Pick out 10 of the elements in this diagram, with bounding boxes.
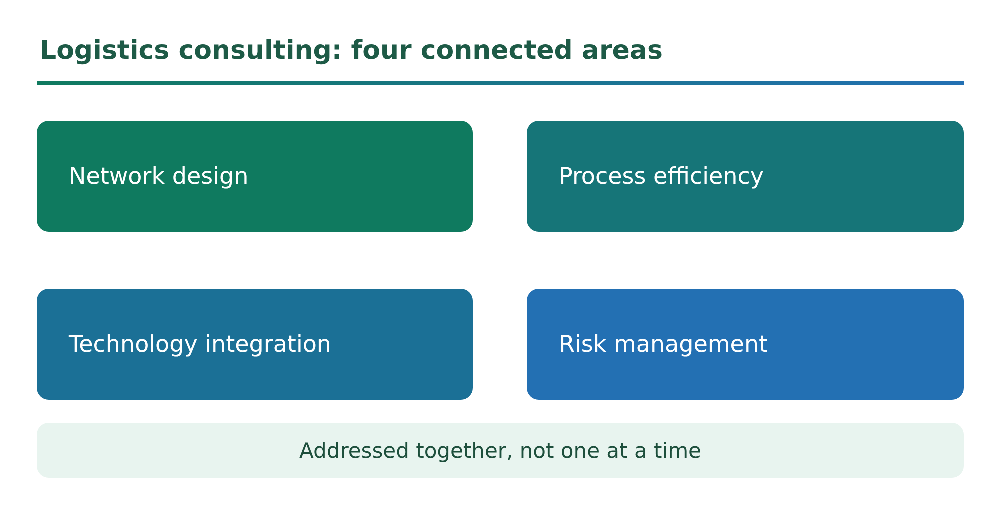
- area-card: [37, 289, 473, 400]
- banner-text: Addressed together, not one at a time: [300, 438, 702, 462]
- title: Logistics consulting: four connected areas: [40, 36, 663, 66]
- card-title: Risk management: [559, 332, 768, 358]
- card-title: Process efficiency: [559, 164, 764, 190]
- card-title: Network design: [69, 164, 249, 190]
- area-card: [527, 121, 964, 232]
- area-card: [527, 289, 964, 400]
- area-card: [37, 121, 473, 232]
- card-title: Technology integration: [69, 332, 332, 358]
